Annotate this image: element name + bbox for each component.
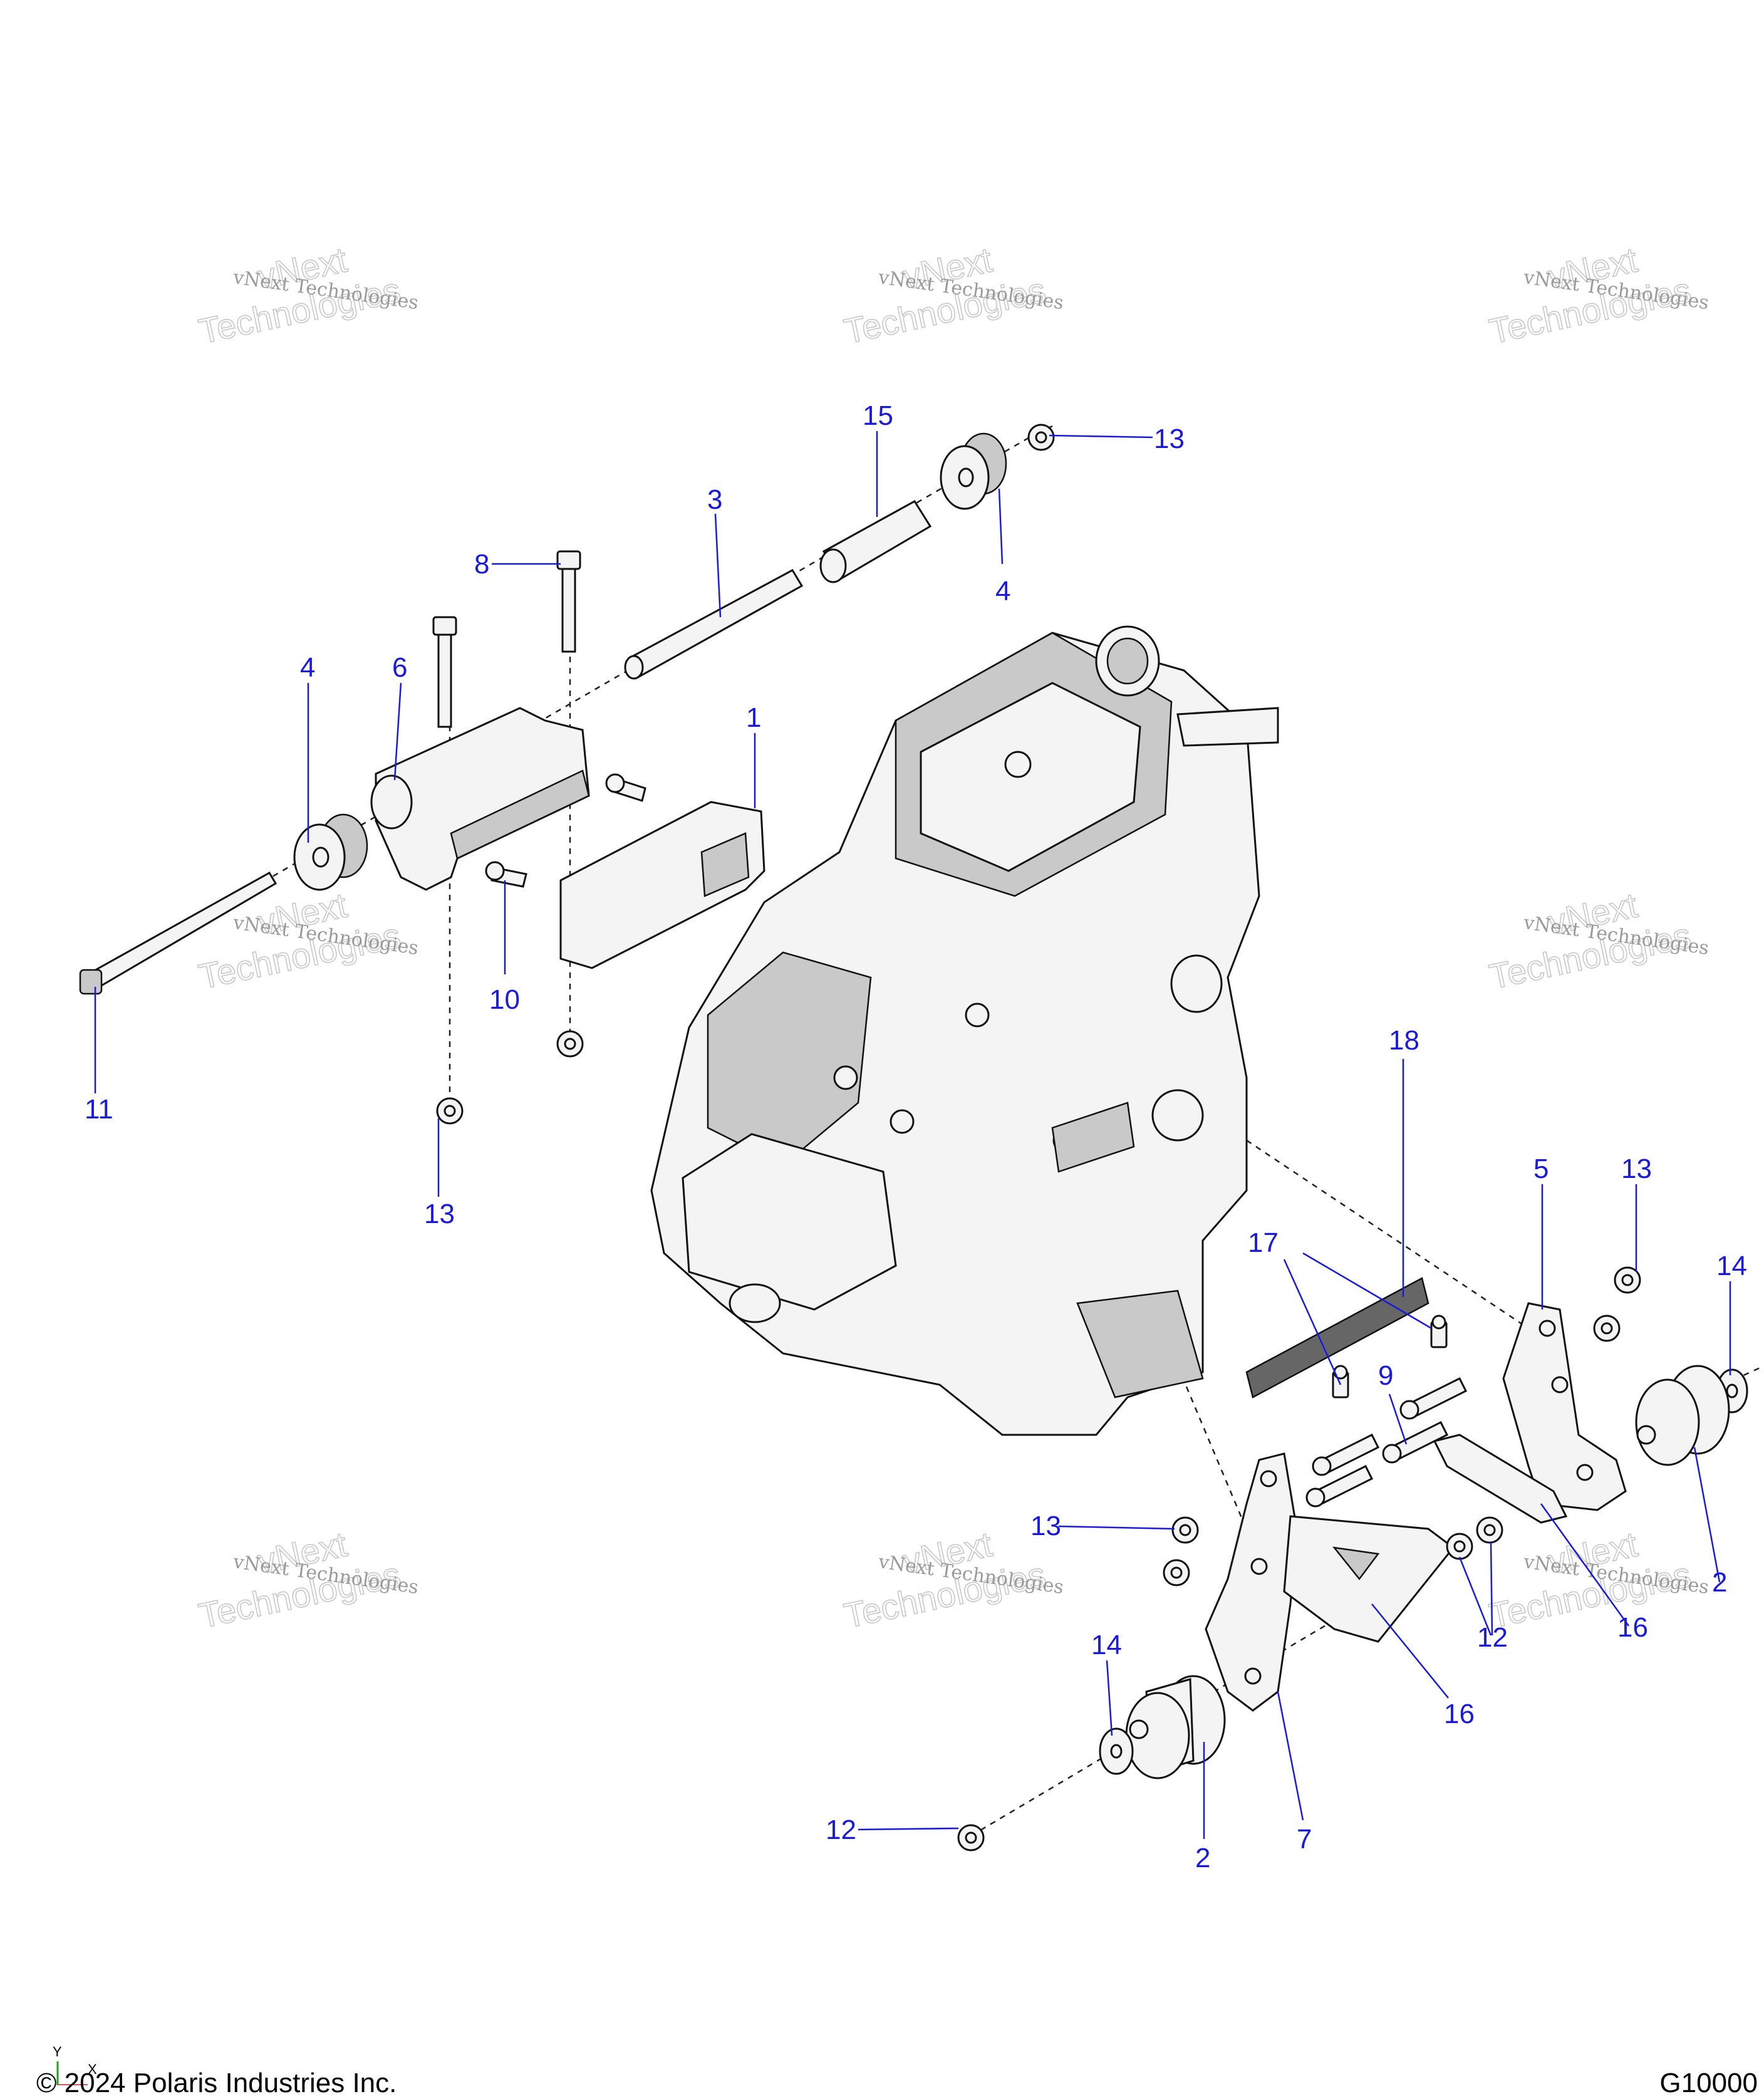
bracket-16-lower — [1283, 1515, 1455, 1643]
callout-14: 14 — [1091, 1630, 1122, 1660]
stud-17-a — [1332, 1365, 1349, 1398]
bolt-8 — [556, 550, 581, 653]
mount-plate-1 — [559, 801, 765, 969]
callout-16: 16 — [1444, 1699, 1475, 1729]
axis-y-label: Y — [53, 2044, 62, 2060]
callout-13: 13 — [1030, 1511, 1061, 1541]
callout-labels: 15 13 3 4 8 4 6 1 10 11 13 18 5 13 14 17… — [85, 400, 1747, 1873]
mount-bracket-6 — [370, 707, 590, 891]
callout-16: 16 — [1617, 1612, 1648, 1643]
callout-1: 1 — [746, 702, 761, 733]
bolt-10 — [485, 861, 527, 888]
bushing-4-right — [940, 432, 1007, 510]
stud-17-b — [1430, 1315, 1448, 1348]
washer-14-lower — [1099, 1727, 1134, 1775]
callout-12: 12 — [826, 1815, 856, 1845]
callout-13: 13 — [1621, 1154, 1652, 1184]
callout-15: 15 — [863, 400, 893, 431]
callout-9: 9 — [1378, 1360, 1393, 1391]
bolt-10-upper — [605, 773, 646, 802]
callout-18: 18 — [1389, 1025, 1419, 1056]
nut-13-lower — [1163, 1516, 1199, 1586]
callout-13: 13 — [424, 1199, 455, 1229]
isolator-2-right — [1635, 1365, 1730, 1466]
callout-2: 2 — [1712, 1567, 1727, 1598]
nut-12-mid — [1476, 1516, 1503, 1544]
callout-12: 12 — [1477, 1622, 1508, 1653]
nut-13-top — [1027, 424, 1055, 451]
callout-14: 14 — [1716, 1251, 1747, 1281]
axis-x-label: X — [88, 2061, 97, 2077]
callout-6: 6 — [392, 652, 407, 683]
callout-13: 13 — [1154, 424, 1185, 454]
heat-shield-18 — [1245, 1277, 1429, 1398]
callout-5: 5 — [1533, 1154, 1549, 1184]
sleeve-15 — [819, 500, 932, 583]
bracket-7 — [1205, 1452, 1298, 1712]
callout-4: 4 — [995, 576, 1010, 607]
callout-17: 17 — [1248, 1227, 1279, 1258]
nut-13-right — [1614, 1266, 1641, 1294]
figure-code: G10000 — [1659, 2068, 1758, 2098]
leader-lines — [94, 431, 1731, 1839]
bracket-16-upper — [1433, 1434, 1568, 1524]
copyright-notice: © 2024 Polaris Industries Inc. — [36, 2068, 397, 2098]
bracket-5 — [1502, 1302, 1627, 1511]
callout-11: 11 — [85, 1094, 113, 1125]
callout-7: 7 — [1297, 1824, 1312, 1855]
nut-12-right — [1446, 1533, 1473, 1560]
callout-2: 2 — [1195, 1843, 1210, 1873]
bolts-9 — [1305, 1377, 1468, 1508]
shaft-3 — [624, 569, 804, 680]
callout-4: 4 — [300, 652, 315, 683]
bushing-4-left — [293, 813, 368, 891]
callout-3: 3 — [707, 484, 722, 515]
engine-assembly — [650, 625, 1279, 1436]
callout-8: 8 — [474, 549, 489, 580]
isolator-2-lower — [1125, 1675, 1226, 1779]
bolt-8-short — [432, 616, 457, 728]
axis-indicator — [56, 2061, 88, 2085]
through-bolt-11 — [79, 871, 278, 995]
nut-13-bracket — [1593, 1315, 1621, 1342]
nut-12-lower — [957, 1824, 985, 1852]
nut-13-mid — [556, 1030, 584, 1058]
nut-13-left — [436, 1097, 464, 1125]
callout-10: 10 — [489, 984, 520, 1015]
